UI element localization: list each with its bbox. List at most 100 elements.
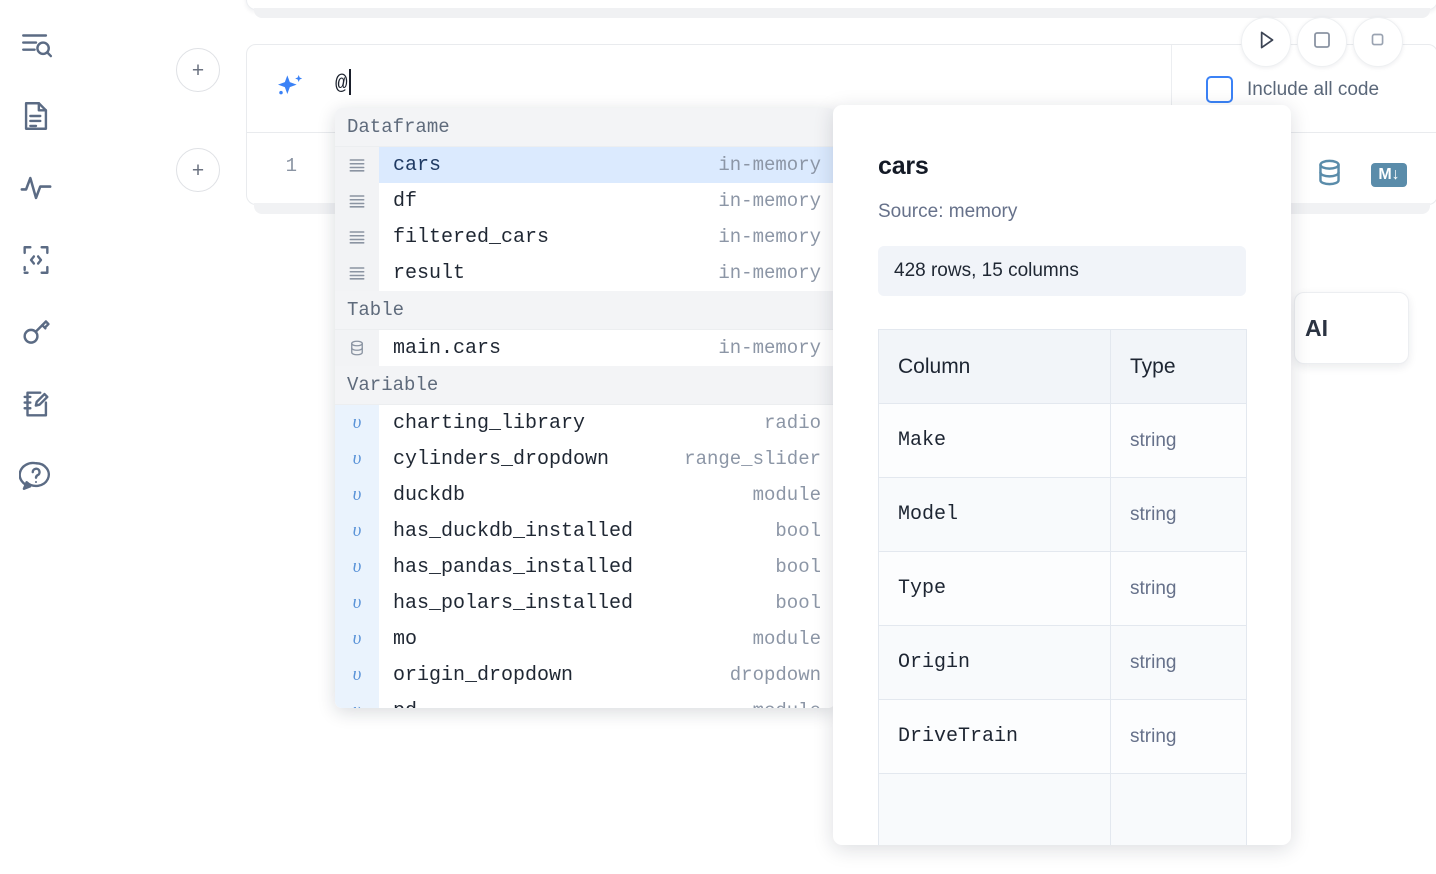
autocomplete-item-meta: radio xyxy=(763,412,821,434)
database-icon xyxy=(335,330,379,366)
plus-icon: + xyxy=(191,158,205,182)
detail-column-name: Make xyxy=(878,403,1111,478)
upsilon-glyph-icon: υ xyxy=(335,621,379,657)
upsilon-glyph-icon: υ xyxy=(335,693,379,708)
autocomplete-item-meta: in-memory xyxy=(718,226,821,248)
activity-pulse-icon xyxy=(19,171,53,205)
upsilon-glyph-icon: υ xyxy=(335,405,379,441)
checkbox-box[interactable] xyxy=(1206,76,1233,103)
column-header-type: Type xyxy=(1110,329,1247,404)
detail-column-name: Origin xyxy=(878,625,1111,700)
sidebar-item-explore[interactable] xyxy=(12,18,60,70)
upsilon-glyph-icon: υ xyxy=(335,585,379,621)
autocomplete-item-name: main.cars xyxy=(393,336,502,360)
markdown-icon[interactable]: M↓ xyxy=(1371,163,1407,187)
autocomplete-item[interactable]: cars in-memory xyxy=(335,147,835,183)
detail-column-name: DriveTrain xyxy=(878,699,1111,774)
autocomplete-item[interactable]: υ charting_library radio xyxy=(335,405,835,441)
detail-source: Source: memory xyxy=(878,201,1018,222)
autocomplete-item-meta: module xyxy=(752,484,821,506)
autocomplete-item-name: df xyxy=(393,189,418,213)
table-rows-icon xyxy=(335,183,379,219)
play-triangle-icon xyxy=(1253,27,1279,58)
notepad-pencil-icon xyxy=(19,387,53,421)
autocomplete-item-meta: bool xyxy=(775,556,821,578)
ai-prompt-value: @ xyxy=(335,73,348,96)
autocomplete-item-meta: bool xyxy=(775,520,821,542)
stop-button[interactable] xyxy=(1297,17,1347,67)
upsilon-glyph-icon: υ xyxy=(335,513,379,549)
more-options-button[interactable] xyxy=(1353,17,1403,67)
table-row xyxy=(878,773,1247,845)
autocomplete-item-meta: in-memory xyxy=(718,337,821,359)
autocomplete-item[interactable]: df in-memory xyxy=(335,183,835,219)
autocomplete-item-name: has_pandas_installed xyxy=(393,555,634,579)
database-icon[interactable] xyxy=(1314,157,1345,193)
autocomplete-item-name: pd xyxy=(379,700,417,709)
upsilon-glyph-icon: υ xyxy=(335,549,379,585)
autocomplete-item-name: cars xyxy=(393,153,442,177)
run-button[interactable] xyxy=(1241,17,1291,67)
document-icon xyxy=(19,99,53,133)
detail-column-type: string xyxy=(1110,477,1247,552)
sidebar-item-snippets[interactable] xyxy=(12,234,60,286)
autocomplete-item[interactable]: υ has_pandas_installed bool xyxy=(335,549,835,585)
table-rows-icon xyxy=(335,147,379,183)
detail-column-name xyxy=(878,773,1111,845)
cell-above-shadow xyxy=(254,8,1430,18)
add-cell-button-top[interactable]: + xyxy=(176,48,220,92)
sidebar-item-scratchpad[interactable] xyxy=(12,378,60,430)
autocomplete-item-name: filtered_cars xyxy=(393,225,550,249)
sidebar-item-secrets[interactable] xyxy=(12,306,60,358)
ai-chip-label: AI xyxy=(1305,314,1328,341)
autocomplete-item[interactable]: υpdmodule xyxy=(335,693,835,708)
code-cell-toolbar: M↓ xyxy=(1314,157,1407,193)
detail-column-type: string xyxy=(1110,403,1247,478)
sidebar-item-notebook[interactable] xyxy=(12,90,60,142)
autocomplete-item-meta: in-memory xyxy=(718,190,821,212)
text-caret xyxy=(348,69,351,95)
left-icon-rail xyxy=(0,0,72,874)
sidebar-item-help[interactable] xyxy=(12,450,60,502)
help-chat-icon xyxy=(19,459,53,493)
autocomplete-item[interactable]: result in-memory xyxy=(335,255,835,291)
autocomplete-item-meta: in-memory xyxy=(718,262,821,284)
autocomplete-item-meta: module xyxy=(752,628,821,650)
autocomplete-item-meta: range_slider xyxy=(684,448,821,470)
autocomplete-item[interactable]: main.cars in-memory xyxy=(335,330,835,366)
code-brackets-icon xyxy=(19,243,53,277)
autocomplete-item-name: charting_library xyxy=(393,411,586,435)
detail-title: cars xyxy=(878,152,929,180)
ai-prompt-area[interactable]: @ xyxy=(247,45,1172,132)
add-cell-button-bottom[interactable]: + xyxy=(176,148,220,192)
upsilon-glyph-icon: υ xyxy=(335,441,379,477)
stop-square-icon xyxy=(1310,28,1334,57)
autocomplete-item-meta: in-memory xyxy=(718,154,821,176)
autocomplete-item-meta: dropdown xyxy=(729,664,821,686)
autocomplete-item-name: has_duckdb_installed xyxy=(393,519,634,543)
autocomplete-group-header-dataframe: Dataframe xyxy=(335,108,835,147)
table-rows-icon xyxy=(335,219,379,255)
autocomplete-item-name: mo xyxy=(393,627,418,651)
ai-prompt-input[interactable]: @ xyxy=(335,69,1171,95)
ai-chip-button[interactable]: AI xyxy=(1294,292,1409,364)
autocomplete-item[interactable]: υ has_duckdb_installed bool xyxy=(335,513,835,549)
outline-search-icon xyxy=(19,27,53,61)
sidebar-item-activity[interactable] xyxy=(12,162,60,214)
detail-column-type xyxy=(1110,773,1247,845)
autocomplete-item-meta: bool xyxy=(775,592,821,614)
plus-icon: + xyxy=(191,58,205,82)
include-all-code-checkbox[interactable]: Include all code xyxy=(1206,76,1436,103)
autocomplete-item[interactable]: filtered_cars in-memory xyxy=(335,219,835,255)
autocomplete-item-name: result xyxy=(393,261,466,285)
